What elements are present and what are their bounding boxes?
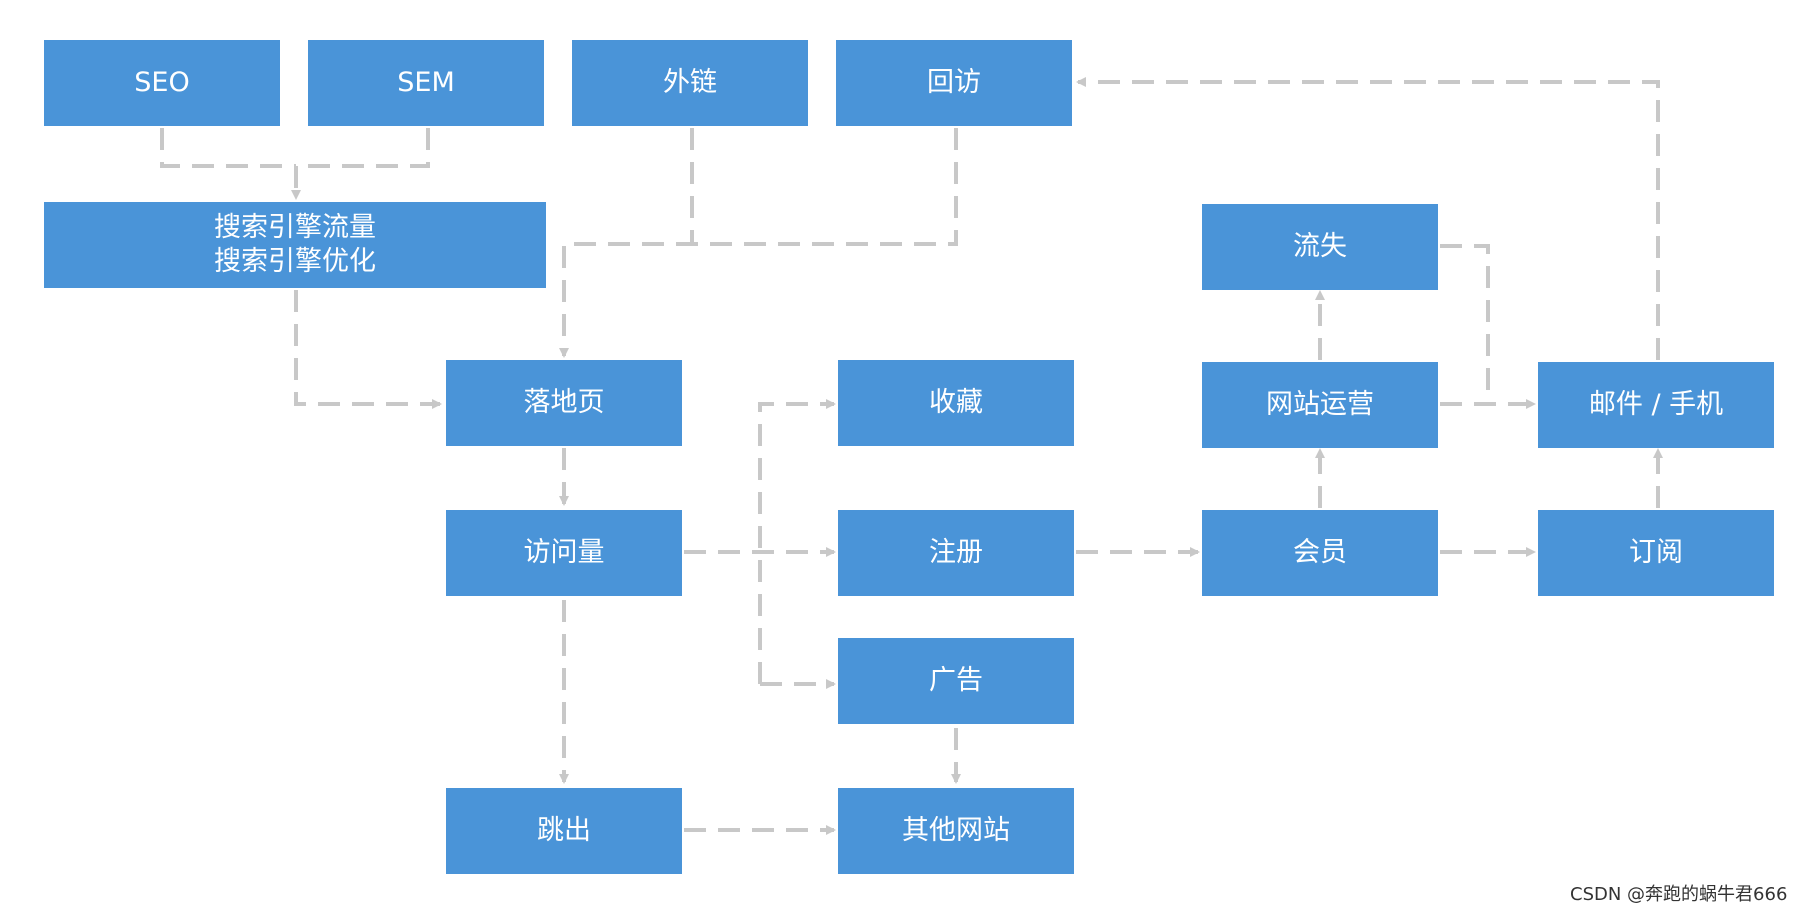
connector-email-to-revisit — [1076, 77, 1660, 360]
node-site-operations-label: 网站运营 — [1266, 389, 1374, 421]
node-revisit-label: 回访 — [927, 67, 981, 99]
connector-sem-to-search — [291, 128, 430, 200]
node-search-traffic: 搜索引擎流量 搜索引擎优化 — [44, 202, 546, 288]
node-sem: SEM — [308, 40, 544, 126]
node-email-phone-label: 邮件 / 手机 — [1588, 389, 1724, 421]
node-register: 注册 — [838, 510, 1074, 596]
watermark: CSDN @奔跑的蜗牛君666 — [1570, 884, 1788, 905]
node-seo: SEO — [44, 40, 280, 126]
node-favorites-label: 收藏 — [929, 387, 983, 419]
node-email-phone: 邮件 / 手机 — [1538, 362, 1774, 448]
connector-revisit-to-landing — [559, 128, 958, 358]
node-subscribe: 订阅 — [1538, 510, 1774, 596]
node-favorites: 收藏 — [838, 360, 1074, 446]
node-sem-label: SEM — [397, 67, 455, 99]
node-ads: 广告 — [838, 638, 1074, 724]
node-subscribe-label: 订阅 — [1629, 537, 1683, 569]
connector-search-to-landing — [294, 290, 442, 409]
node-external-links-label: 外链 — [663, 67, 717, 99]
node-revisit: 回访 — [836, 40, 1072, 126]
node-member: 会员 — [1202, 510, 1438, 596]
node-churn: 流失 — [1202, 204, 1438, 290]
node-external-links: 外链 — [572, 40, 808, 126]
node-site-operations: 网站运营 — [1202, 362, 1438, 448]
node-other-sites-label: 其他网站 — [902, 815, 1010, 847]
node-register-label: 注册 — [929, 537, 983, 569]
node-ads-label: 广告 — [929, 665, 983, 697]
node-bounce-label: 跳出 — [537, 815, 591, 847]
node-member-label: 会员 — [1293, 537, 1347, 569]
node-landing-page-label: 落地页 — [523, 387, 605, 419]
node-search-traffic-line2: 搜索引擎优化 — [214, 246, 376, 277]
connector-churn-to-email — [1440, 244, 1490, 404]
node-landing-page: 落地页 — [446, 360, 682, 446]
node-bounce: 跳出 — [446, 788, 682, 874]
connector-seo-to-search — [160, 128, 296, 168]
node-churn-label: 流失 — [1293, 231, 1347, 263]
node-seo-label: SEO — [134, 67, 190, 99]
node-search-traffic-line1: 搜索引擎流量 — [214, 212, 376, 244]
node-visits: 访问量 — [446, 510, 682, 596]
node-visits-label: 访问量 — [523, 537, 605, 569]
connector-to-favorites — [758, 399, 836, 684]
node-other-sites: 其他网站 — [838, 788, 1074, 874]
